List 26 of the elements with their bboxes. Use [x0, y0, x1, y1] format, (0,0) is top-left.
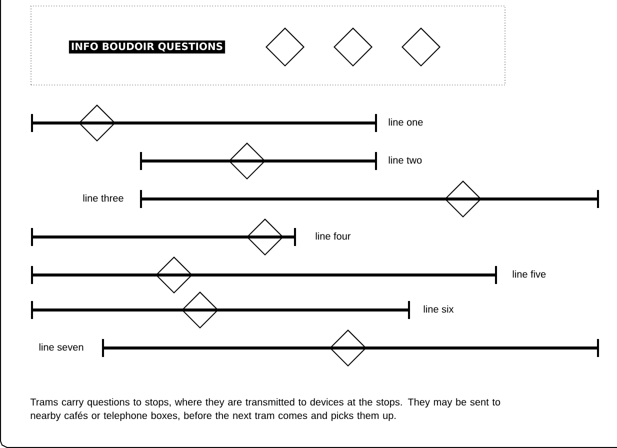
line-label: line four [316, 232, 351, 240]
tram-diamond [246, 218, 284, 256]
tram-line [31, 301, 410, 319]
tram-diamond [330, 330, 366, 366]
tram-line [31, 228, 296, 246]
tram-line [140, 152, 377, 170]
tram-diamond [402, 28, 440, 66]
tram-diamond [156, 256, 192, 294]
tram-line [31, 266, 497, 284]
line-label: line three [83, 194, 124, 202]
tram-diamond [266, 28, 304, 66]
caption: Trams carry questions to stops, where they are transmitted to devices at the stops. They may be sent to nearby cafés or telephone boxes, before the next tram comes and picks them up. [30, 398, 500, 422]
tram-diamond [334, 28, 372, 66]
tram-diamond [182, 292, 218, 328]
line-label: line five [512, 270, 546, 278]
tram-diamond [228, 142, 266, 180]
tram-line [31, 114, 377, 132]
tram-diamond [444, 180, 482, 218]
line-label: line six [424, 305, 454, 313]
line-label: line two [388, 156, 422, 164]
line-label: line one [388, 118, 423, 126]
tram-diamond [78, 104, 116, 142]
header-box: INFO BOUDOIR QUESTIONS [30, 6, 506, 86]
tram-line [102, 339, 599, 357]
line-label: line seven [39, 343, 84, 351]
tram-line [140, 190, 599, 208]
